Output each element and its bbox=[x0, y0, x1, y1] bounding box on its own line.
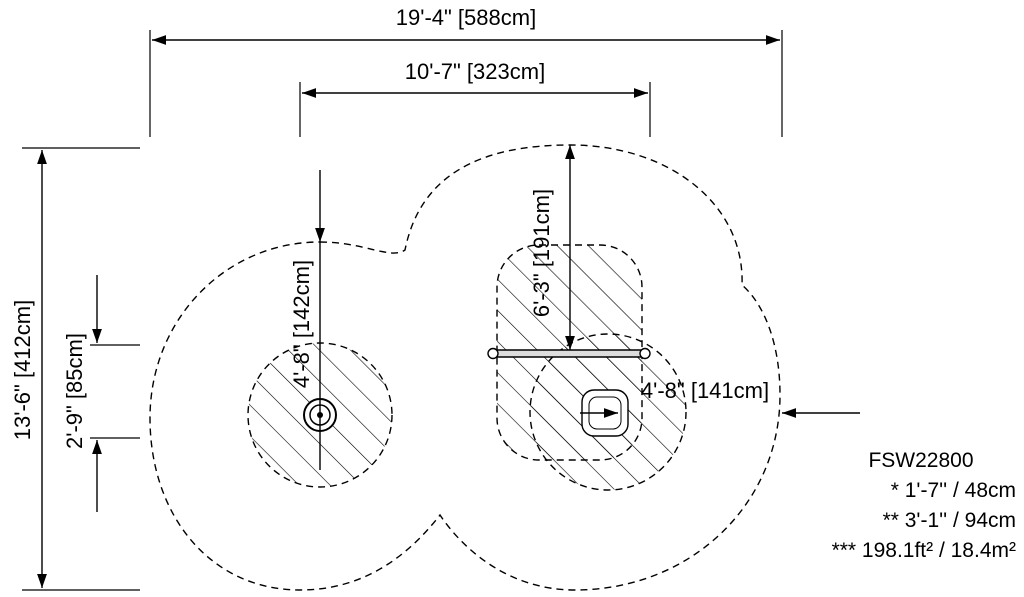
inner-width-label: 10'-7" [323cm] bbox=[405, 59, 545, 84]
crossbar bbox=[487, 347, 651, 360]
right-offset-label: 4'-8" [141cm] bbox=[641, 378, 769, 403]
spec-block: FSW22800 * 1'-7'' / 48cm ** 3'-1'' / 94c… bbox=[786, 446, 1016, 566]
spec-line-1: * 1'-7'' / 48cm bbox=[890, 479, 1016, 502]
overall-width-label: 19'-4" [588cm] bbox=[396, 5, 536, 30]
left-zone-label: 2'-9" [85cm] bbox=[62, 333, 87, 449]
left-radius-label: 4'-8" [142cm] bbox=[289, 260, 314, 388]
overall-height-label: 13'-6" [412cm] bbox=[10, 300, 35, 440]
spec-line-2: ** 3'-1'' / 94cm bbox=[882, 509, 1016, 532]
use-zone-outline bbox=[149, 144, 781, 591]
right-radius-label: 6'-3" [191cm] bbox=[529, 189, 554, 317]
model-number: FSW22800 bbox=[868, 449, 974, 472]
spec-line-3: *** 198.1ft² / 18.4m² bbox=[831, 539, 1016, 562]
